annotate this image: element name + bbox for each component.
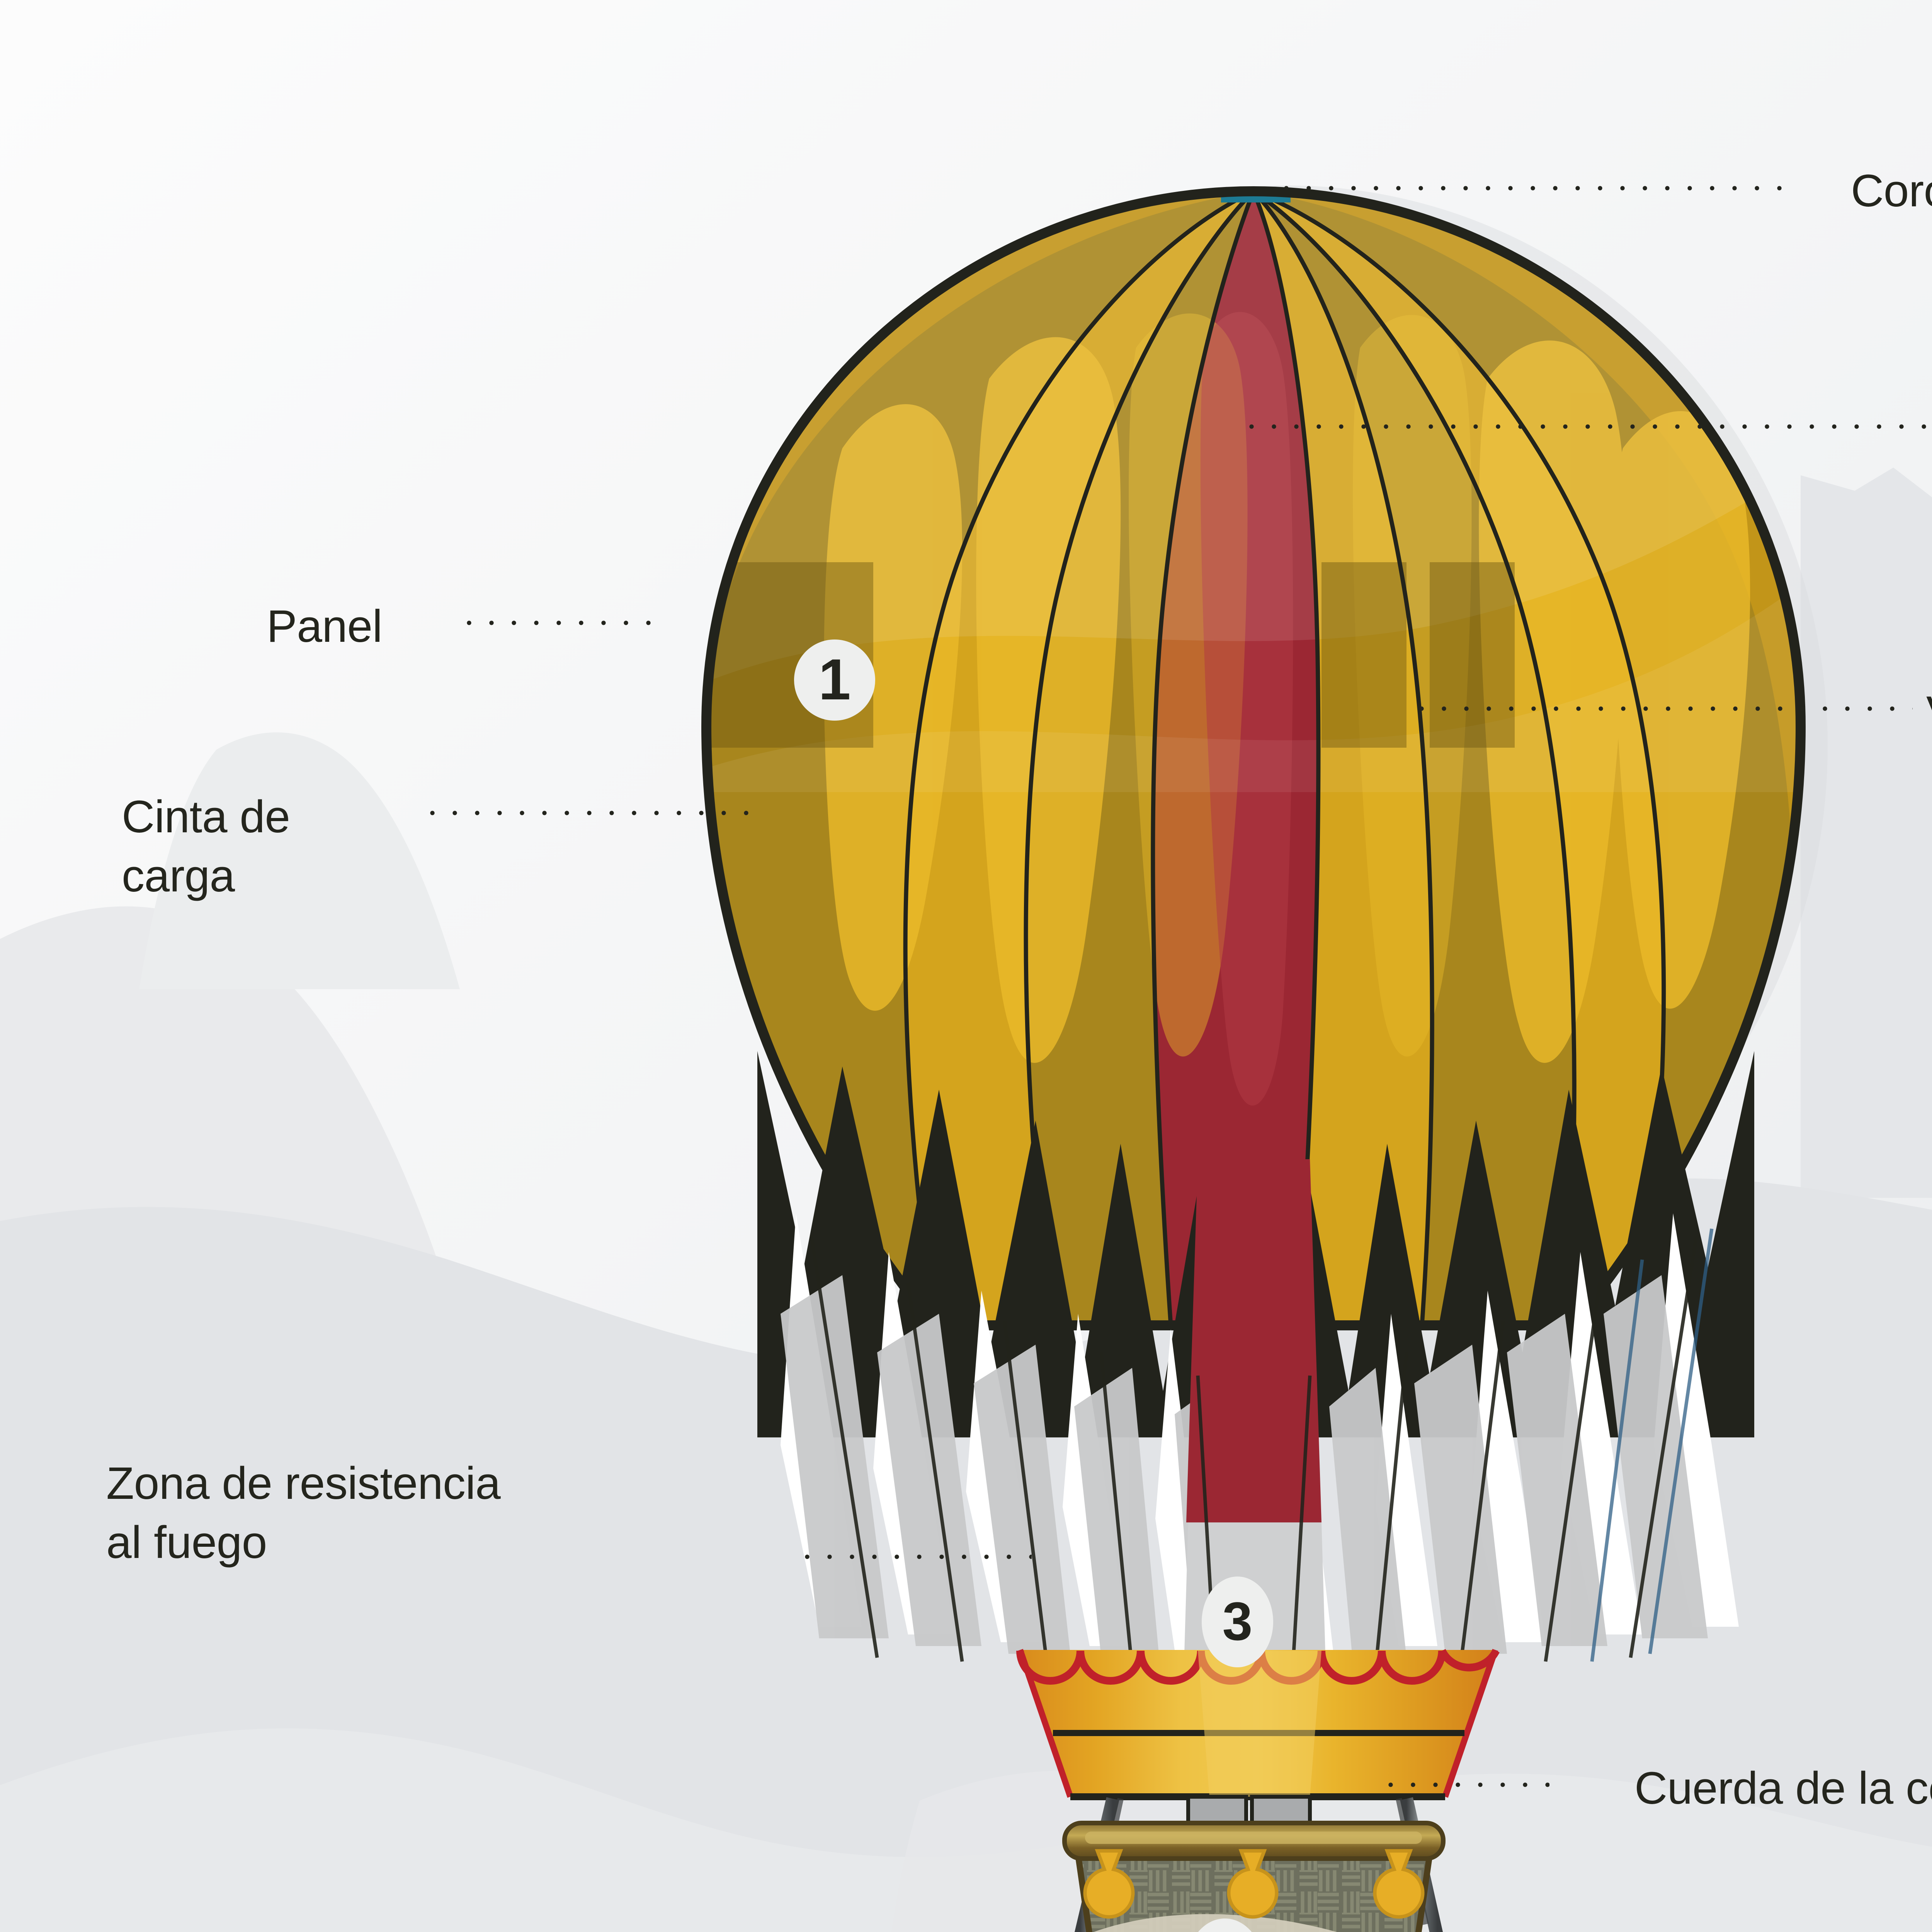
leader-valvula	[1410, 705, 1913, 712]
mountain-left-peak	[139, 732, 460, 989]
leader-cuerda	[1379, 1781, 1549, 1788]
badge-1: 1	[794, 639, 875, 721]
badge-3: 3	[1202, 1577, 1273, 1667]
basket-tassels	[1083, 1849, 1425, 1919]
leader-cinta	[421, 810, 761, 816]
lower-gores	[781, 1159, 1739, 1673]
red-gore-highlight	[1200, 312, 1293, 1106]
badge-3-number: 3	[1222, 1590, 1253, 1651]
balloon-envelope	[706, 191, 1801, 1325]
badge-1-number: 1	[818, 646, 851, 712]
mountain-right	[1801, 468, 1932, 1198]
label-zona-de-resistencia-al-fuego: Zona de resistencia al fuego	[106, 1458, 501, 1568]
envelope-sheen-2	[706, 568, 1801, 792]
leader-corona	[1275, 185, 1797, 192]
leader-paracaidas	[1240, 423, 1932, 430]
fire-resistant-skirt	[1016, 1649, 1500, 1800]
label-corona: Corona	[1851, 165, 1932, 216]
red-gore-lower	[1186, 1159, 1321, 1522]
leader-zona	[796, 1553, 1032, 1560]
label-cinta-de-carga: Cinta de carga	[122, 791, 290, 902]
label-valvula-de-giro: Válvula de giro	[1926, 683, 1932, 742]
leader-panel	[458, 619, 655, 626]
label-cuerda-de-la-corona: Cuerda de la corona	[1634, 1763, 1932, 1814]
label-panel: Panel	[267, 601, 383, 652]
basket	[1062, 1821, 1446, 1932]
envelope-seams	[903, 191, 1666, 1325]
